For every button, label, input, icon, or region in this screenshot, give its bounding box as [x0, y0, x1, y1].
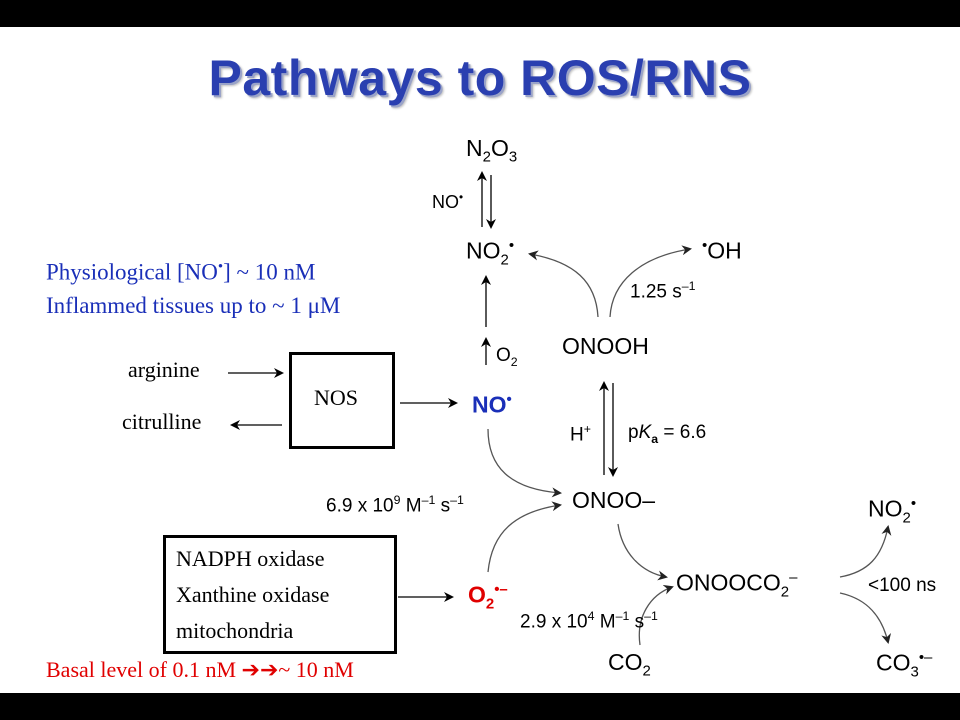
- lifetime-label: <100 ns: [868, 575, 937, 596]
- species-carbonate-radical: CO3•–: [876, 649, 933, 681]
- species-no2-top: NO2•: [466, 237, 515, 269]
- species-onooh: ONOOH: [562, 333, 649, 359]
- output-citrulline: citrulline: [122, 409, 202, 434]
- species-co2: CO2: [608, 649, 651, 680]
- species-no2-right: NO2•: [868, 495, 917, 527]
- rate-oh-formation: 1.25 s–1: [630, 279, 696, 303]
- arrow-co2-to-onoococ: [638, 585, 674, 646]
- slide-title: Pathways to ROS/RNS: [208, 50, 752, 106]
- arrow-onooh-to-no2: [528, 250, 599, 318]
- oxidase-xanthine: Xanthine oxidase: [176, 582, 330, 607]
- oxidase-mitochondria: mitochondria: [176, 618, 294, 643]
- nos-box: NOS: [289, 352, 395, 449]
- nos-label: NOS: [314, 385, 359, 410]
- basal-level: Basal level of 0.1 nM ➔➔~ 10 nM: [46, 657, 354, 682]
- species-hydroxyl: •OH: [702, 237, 742, 264]
- reagent-no-label: NO•: [432, 191, 464, 212]
- arrow-onoococ-to-no2: [839, 525, 892, 578]
- arrow-no-to-onoo: [487, 428, 562, 498]
- slide: Pathways to ROS/RNS: [0, 27, 960, 693]
- species-n2o3: N2O3: [466, 135, 518, 166]
- rate-peroxynitrite-formation: 6.9 x 109 M–1 s–1: [326, 493, 464, 517]
- info-inflamed: Inflammed tissues up to ~ 1 μM: [46, 293, 341, 318]
- arrow-superoxide-to-onoo: [487, 501, 562, 573]
- species-superoxide: O2•–: [468, 581, 508, 613]
- arrow-onoo-to-onoococ: [617, 523, 668, 581]
- basal-arrows: ➔➔: [241, 657, 279, 682]
- species-nitrosoperoxycarbonate: ONOOCO2–: [676, 569, 798, 601]
- reagent-proton: H+: [570, 422, 591, 446]
- species-nitric-oxide: NO•: [472, 391, 512, 418]
- arrow-onoococ-to-co3: [839, 592, 891, 644]
- species-peroxynitrite: ONOO–: [572, 487, 656, 513]
- info-physiological: Physiological [NO•] ~ 10 nM: [46, 259, 316, 285]
- oxidase-nadph: NADPH oxidase: [176, 546, 325, 571]
- input-arginine: arginine: [128, 357, 200, 382]
- reagent-o2-label: O2: [496, 345, 518, 369]
- pka-label: pKa = 6.6: [628, 422, 707, 446]
- oxidase-box: NADPH oxidase Xanthine oxidase mitochond…: [163, 535, 397, 654]
- rate-co2-reaction: 2.9 x 104 M–1 s–1: [520, 609, 658, 633]
- arrow-onooh-to-oh: [609, 245, 692, 318]
- reaction-arrows: [228, 171, 892, 646]
